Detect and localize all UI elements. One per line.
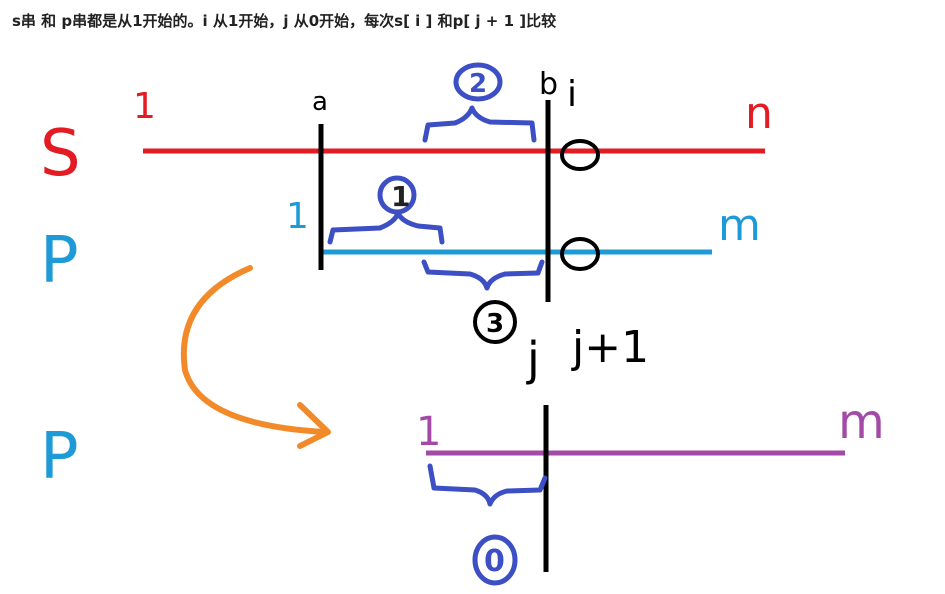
p-shifted-start-label: 1 [416,409,441,455]
shift-arrow [180,265,328,435]
brace-0 [427,463,548,507]
step-2-label: 2 [469,69,487,99]
shift-arrow-head [297,402,331,449]
step-3-label: 3 [486,309,504,339]
step-0-badge [472,534,518,586]
j-plus-1-label: j+1 [571,322,649,373]
p-shifted-row-label: P [40,420,79,494]
s-row-label: S [40,117,81,191]
caption: s串 和 p串都是从1开始的。i 从1开始，j 从0开始，每次s[ i ] 和p… [12,12,557,30]
p-row-label: P [40,224,79,298]
p-end-label: m [718,200,761,251]
p-start-label: 1 [286,196,309,237]
j-label: j [526,332,540,386]
s-start-label: 1 [133,86,156,127]
step-1-label: 1 [391,180,410,213]
s-i-circle [560,139,600,171]
step-3-badge [473,300,517,344]
p-j1-circle [560,237,600,271]
p-shifted-end-label: m [838,394,885,450]
a-label: a [312,87,328,117]
step-2-badge [453,62,503,102]
brace-3 [421,259,545,291]
step-1-badge [377,175,417,215]
brace-1 [327,210,445,245]
b-label: b [539,67,558,102]
brace-2 [422,105,537,143]
i-label: i [567,74,577,115]
s-end-label: n [745,88,773,139]
step-0-label: 0 [484,544,505,579]
